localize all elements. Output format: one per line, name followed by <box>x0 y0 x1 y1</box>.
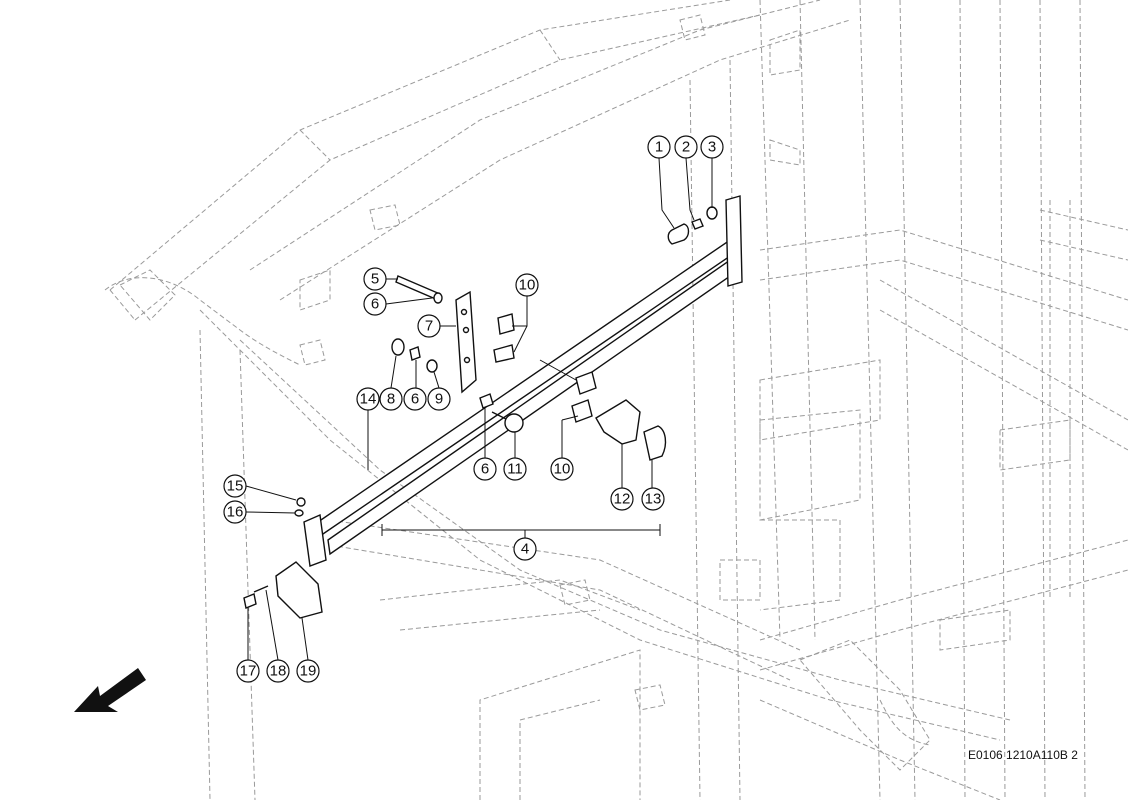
callout-3: 3 <box>700 135 724 159</box>
svg-text:14: 14 <box>360 391 377 408</box>
plate-hole <box>462 326 470 334</box>
background-frame <box>104 0 1128 800</box>
svg-text:9: 9 <box>435 391 443 408</box>
drawing-code: E0106 1210A110B 2 <box>968 748 1078 762</box>
callout-19: 19 <box>296 659 320 683</box>
callout-11: 11 <box>503 457 527 481</box>
svg-text:2: 2 <box>682 139 690 156</box>
crossbar-tube <box>303 195 743 567</box>
callout-6: 6 <box>403 387 427 411</box>
callout-10: 10 <box>550 457 574 481</box>
svg-text:3: 3 <box>708 139 716 156</box>
callout-8: 8 <box>379 387 403 411</box>
callout-18: 18 <box>266 659 290 683</box>
svg-text:13: 13 <box>645 491 662 508</box>
svg-text:10: 10 <box>519 277 536 294</box>
svg-text:17: 17 <box>240 663 257 680</box>
callout-15: 15 <box>223 474 247 498</box>
svg-text:8: 8 <box>387 391 395 408</box>
svg-text:6: 6 <box>411 391 419 408</box>
plate-hole <box>463 356 471 364</box>
svg-text:6: 6 <box>481 461 489 478</box>
svg-text:6: 6 <box>371 296 379 313</box>
callout-13: 13 <box>641 487 665 511</box>
bracket-plate <box>455 290 477 394</box>
svg-text:4: 4 <box>521 541 529 558</box>
svg-text:16: 16 <box>227 504 244 521</box>
callout-12: 12 <box>610 487 634 511</box>
svg-text:15: 15 <box>227 478 244 495</box>
svg-text:10: 10 <box>554 461 571 478</box>
callout-17: 17 <box>236 659 260 683</box>
callout-7: 7 <box>417 314 441 338</box>
callout-6: 6 <box>363 292 387 316</box>
svg-text:12: 12 <box>614 491 631 508</box>
callout-10: 10 <box>515 273 539 297</box>
callout-16: 16 <box>223 500 247 524</box>
svg-text:1: 1 <box>655 139 663 156</box>
svg-text:19: 19 <box>300 663 317 680</box>
callout-5: 5 <box>363 267 387 291</box>
plate-hole <box>460 308 468 316</box>
callout-4: 4 <box>513 537 537 561</box>
callout-9: 9 <box>427 387 451 411</box>
callout-14: 14 <box>356 387 380 411</box>
svg-text:5: 5 <box>371 271 379 288</box>
svg-text:18: 18 <box>270 663 287 680</box>
arrow-icon <box>74 668 146 712</box>
callout-1: 1 <box>647 135 671 159</box>
callout-6: 6 <box>473 457 497 481</box>
leader-lines <box>245 157 713 661</box>
svg-text:7: 7 <box>425 318 433 335</box>
svg-text:11: 11 <box>507 461 523 478</box>
callout-2: 2 <box>674 135 698 159</box>
